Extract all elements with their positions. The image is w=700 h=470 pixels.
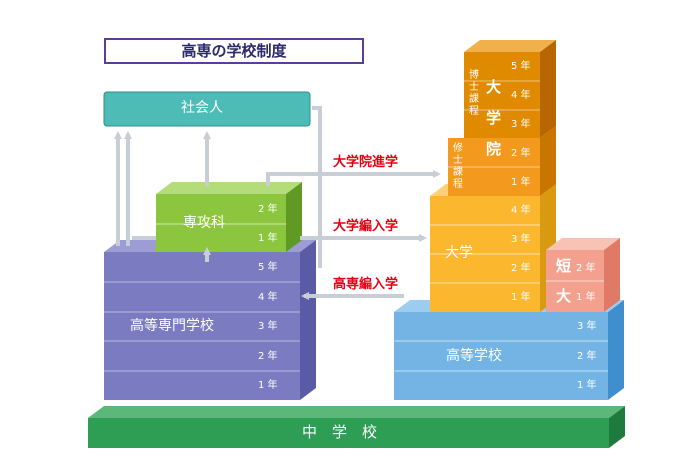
tandai-year-2: 2 年: [576, 263, 596, 274]
junior-high-block: [88, 406, 625, 448]
kosen-year-3: 3 年: [258, 321, 278, 332]
koukou-label: 高等学校: [446, 348, 502, 364]
kosen-label: 高等専門学校: [130, 318, 214, 334]
tandai-label-2: 大: [556, 287, 572, 305]
path-label-kosen-hennyu: 高専編入学: [333, 277, 399, 292]
shushi-label: 修士課程: [453, 143, 463, 190]
hakase-year-5: 5 年: [511, 61, 531, 72]
daigaku-year-1: 1 年: [511, 292, 531, 303]
shakaijin-label: 社会人: [181, 100, 223, 116]
daigaku-year-4: 4 年: [511, 205, 531, 216]
tandai-block: [546, 238, 620, 312]
kosen-year-4: 4 年: [258, 292, 278, 303]
senkoka-label: 専攻科: [183, 215, 225, 231]
senkoka-year-2: 2 年: [258, 204, 278, 215]
kosen-block: [104, 240, 316, 400]
hakase-block: [464, 40, 556, 138]
daigakuin-label-2: 学: [486, 109, 502, 127]
kosen-year-2: 2 年: [258, 351, 278, 362]
kosen-year-1: 1 年: [258, 380, 278, 391]
koukou-year-2: 2 年: [577, 351, 597, 362]
koukou-year-3: 3 年: [577, 321, 597, 332]
daigaku-label: 大学: [445, 245, 473, 261]
page-title: 高専の学校制度: [104, 38, 364, 64]
shakaijin-block: [103, 91, 311, 127]
tandai-label-1: 短: [556, 257, 572, 275]
tandai-year-1: 1 年: [576, 292, 596, 303]
senkoka-block: [156, 182, 302, 252]
hakase-year-3: 3 年: [511, 119, 531, 130]
daigaku-year-2: 2 年: [511, 263, 531, 274]
koukou-year-1: 1 年: [577, 380, 597, 391]
path-label-daigakuin-shingaku: 大学院進学: [333, 155, 399, 170]
shushi-year-2: 2 年: [511, 148, 531, 159]
shushi-year-1: 1 年: [511, 177, 531, 188]
senkoka-year-1: 1 年: [258, 233, 278, 244]
path-arrows: [114, 106, 441, 300]
kosen-year-5: 5 年: [258, 262, 278, 273]
path-label-daigaku-hennyu: 大学編入学: [333, 219, 399, 234]
hakase-year-4: 4 年: [511, 90, 531, 101]
daigaku-year-3: 3 年: [511, 234, 531, 245]
shushi-block: [448, 126, 556, 196]
hakase-label: 博士課程: [469, 70, 479, 117]
junior-high-label: 中 学 校: [302, 423, 378, 441]
daigakuin-label-1: 大: [486, 78, 502, 96]
daigakuin-label-3: 院: [486, 140, 502, 158]
